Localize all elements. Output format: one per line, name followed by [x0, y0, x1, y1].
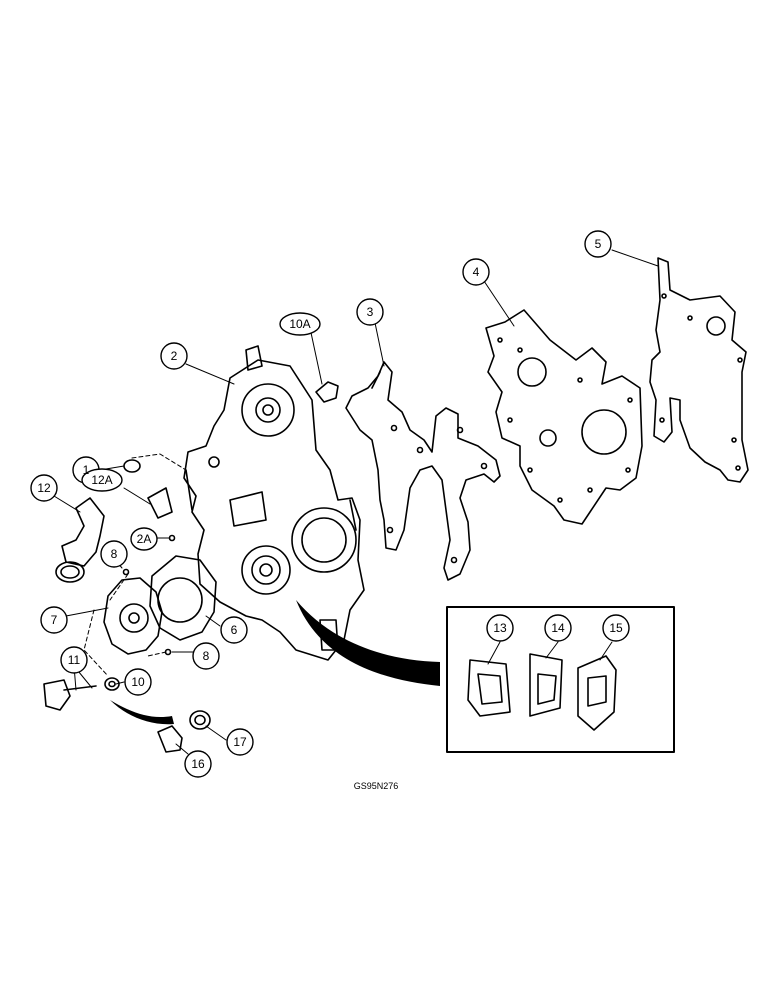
part-2-front-cover: [183, 345, 365, 661]
callout-1-label: 1: [83, 463, 90, 477]
callout-12-label: 12: [37, 481, 51, 495]
part-15-gasket: [577, 655, 617, 731]
callout-2-label: 2: [171, 349, 178, 363]
callout-2a-oval: [130, 527, 158, 551]
callout-5-circle: [584, 230, 612, 258]
callout-11-label: 11: [68, 653, 81, 667]
part-14-gasket: [529, 653, 563, 717]
callout-16-label: 16: [191, 757, 205, 771]
callout-14-label: 14: [551, 621, 565, 635]
callout-8-lower-circle: [192, 642, 220, 670]
callout-8-lower-label: 8: [203, 649, 210, 663]
part-10a-clip: [315, 381, 339, 403]
callout-14-circle: [544, 614, 572, 642]
callout-12a-label: 12A: [91, 473, 112, 487]
part-12-elbow: [55, 497, 105, 583]
callout-4-circle: [462, 258, 490, 286]
part-13-gasket: [467, 659, 511, 717]
callout-10-label: 10: [131, 675, 145, 689]
callout-10a-oval: [279, 312, 321, 336]
callout-16-circle: [184, 750, 212, 778]
callout-11-circle: [60, 646, 88, 674]
part-5-gasket: [649, 257, 749, 483]
callout-2a-label: 2A: [137, 532, 152, 546]
part-3-cover-gasket: [345, 361, 501, 581]
part-12a-gasket: [147, 487, 173, 519]
callout-8-upper-label: 8: [111, 547, 118, 561]
part-11-fitting: [43, 679, 97, 711]
figure-code: GS95N276: [354, 781, 399, 791]
callout-13-label: 13: [493, 621, 507, 635]
callout-4-label: 4: [473, 265, 480, 279]
part-10-washer: [104, 677, 120, 691]
part-4-timing-plate: [485, 309, 643, 525]
part-17-seal: [189, 710, 211, 730]
callout-5-label: 5: [595, 237, 602, 251]
callout-15-circle: [602, 614, 630, 642]
callout-2-circle: [160, 342, 188, 370]
callout-7-circle: [40, 606, 68, 634]
callout-3-label: 3: [367, 305, 374, 319]
callout-12-circle: [30, 474, 58, 502]
part-7-pump: [103, 577, 163, 655]
alignment-lines: [83, 453, 187, 677]
part-16-plug: [157, 725, 183, 753]
callout-10a-label: 10A: [289, 317, 310, 331]
small-parts-pointer-wedge: [110, 700, 174, 725]
callout-6-circle: [220, 616, 248, 644]
part-8-bolt-upper: [122, 568, 130, 576]
callout-6-label: 6: [231, 623, 238, 637]
callout-17-circle: [226, 728, 254, 756]
inset-pointer-wedge: [296, 600, 440, 686]
callout-15-label: 15: [609, 621, 623, 635]
callout-3-circle: [356, 298, 384, 326]
callout-8-upper-circle: [100, 540, 128, 568]
callout-7-label: 7: [51, 613, 58, 627]
part-1-plug: [123, 459, 141, 473]
callout-10-circle: [124, 668, 152, 696]
callout-12a-oval: [81, 468, 123, 492]
detail-inset-frame: [446, 606, 675, 753]
callout-13-circle: [486, 614, 514, 642]
callout-17-label: 17: [233, 735, 247, 749]
